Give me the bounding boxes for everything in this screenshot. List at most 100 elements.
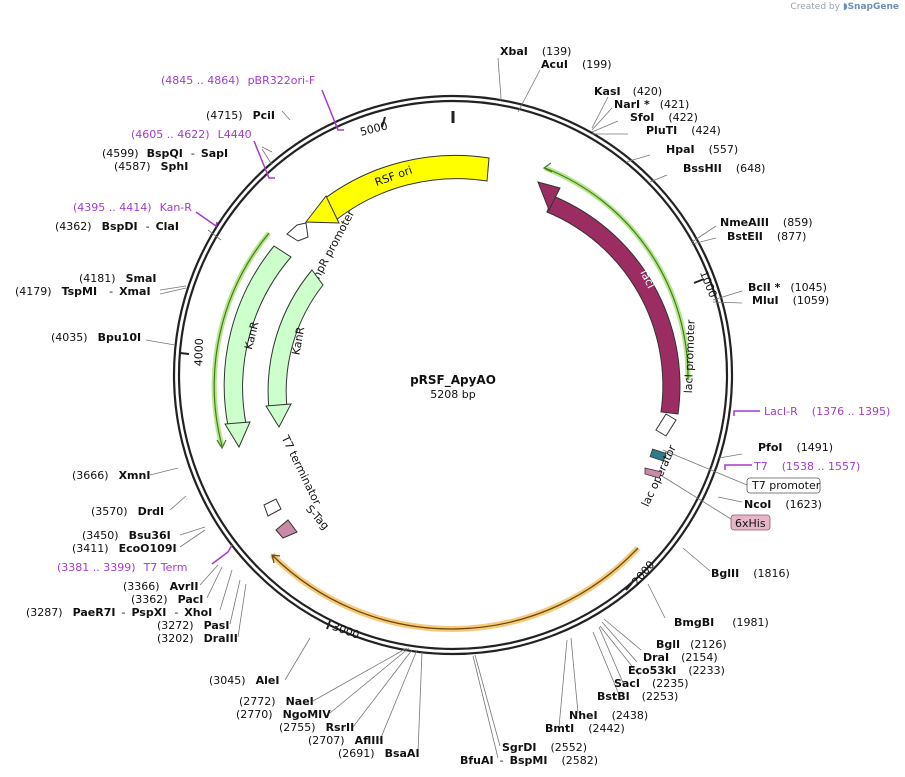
site-name-bgli[interactable]: BglI: [656, 638, 680, 651]
svg-text:T7(1538 .. 1557): T7(1538 .. 1557): [753, 460, 860, 473]
orange-strand-arrowhead: [271, 554, 281, 564]
site-name-xmai[interactable]: XmaI: [119, 285, 150, 298]
site-name-bfuai[interactable]: BfuAI: [460, 754, 494, 767]
site-name-saci[interactable]: SacI: [614, 677, 640, 690]
laci-promoter-arrow[interactable]: [655, 413, 677, 437]
t7-terminator-label: T7 terminator: [278, 432, 324, 507]
svg-text:(2707)AflIII: (2707)AflIII: [308, 734, 384, 747]
site-name-kasi[interactable]: KasI: [594, 85, 621, 98]
site-name-paci[interactable]: PacI: [178, 593, 204, 606]
s-tag-arrow[interactable]: [275, 519, 298, 539]
site-name-bglii[interactable]: BglII: [711, 567, 739, 580]
lac-operator-box[interactable]: [649, 448, 667, 462]
primer-name-kan-r[interactable]: Kan-R: [160, 201, 193, 214]
backbone-inner: [177, 99, 729, 651]
svg-text:NheI(2438): NheI(2438): [569, 709, 648, 722]
site-name-bstbi[interactable]: BstBI: [597, 690, 630, 703]
svg-text:MluI(1059): MluI(1059): [752, 294, 829, 307]
site-name-bspqi[interactable]: BspQI: [147, 147, 183, 160]
svg-text:(4715)PciI: (4715)PciI: [206, 109, 275, 122]
site-name-bspdi[interactable]: BspDI: [102, 220, 138, 233]
his-tag-box[interactable]: [730, 514, 771, 531]
site-name-bpu10i[interactable]: Bpu10I: [98, 331, 142, 344]
primer-name-l4440[interactable]: L4440: [218, 128, 252, 141]
site-name-alei[interactable]: AleI: [256, 674, 280, 687]
primer-name-laci-r[interactable]: LacI-R: [764, 405, 798, 418]
site-name-draiii[interactable]: DraIII: [204, 632, 238, 645]
svg-text:(3381 .. 3399)T7 Term: (3381 .. 3399)T7 Term: [57, 561, 187, 574]
site-pos-hpai: (557): [709, 143, 739, 156]
site-name-xmni[interactable]: XmnI: [119, 469, 151, 482]
orange-strand: [271, 547, 639, 630]
site-name-drai[interactable]: DraI: [643, 651, 669, 664]
svg-text:BglI(2126): BglI(2126): [656, 638, 727, 651]
site-name-ecoo109i[interactable]: EcoO109I: [119, 542, 177, 555]
site-name-tspmi[interactable]: TspMI: [62, 285, 98, 298]
primer-name-t7[interactable]: T7: [753, 460, 768, 473]
site-name-pfoi[interactable]: PfoI: [758, 441, 783, 454]
site-name-nari[interactable]: NarI *: [614, 98, 650, 111]
site-pos-xmni: (3666): [72, 469, 109, 482]
t7-promoter-box[interactable]: [746, 477, 821, 494]
site-name-naei[interactable]: NaeI: [286, 695, 314, 708]
site-name-bsaai[interactable]: BsaAI: [385, 747, 420, 760]
svg-text:BstEII(877): BstEII(877): [727, 230, 806, 243]
tick-label-3000: 3000: [330, 620, 361, 642]
site-name-sphi[interactable]: SphI: [161, 160, 189, 173]
site-name-bcli[interactable]: BclI *: [748, 281, 781, 294]
kanr-inner-arrowhead: [265, 403, 292, 429]
site-name-acui[interactable]: AcuI: [541, 58, 568, 71]
site-name-xhoi[interactable]: XhoI: [184, 606, 212, 619]
laci-strand: [544, 167, 689, 381]
site-name-bspmi[interactable]: BspMI: [510, 754, 548, 767]
site-name-sfoi[interactable]: SfoI: [630, 111, 654, 124]
site-pos-eco53ki: (2233): [688, 664, 725, 677]
site-name-ncoi[interactable]: NcoI: [744, 498, 771, 511]
site-name-ngomiv[interactable]: NgoMIV: [283, 708, 332, 721]
site-pos-paer7i: (3287): [26, 606, 63, 619]
his-region-arrow[interactable]: [644, 467, 663, 479]
laci-arrow[interactable]: [546, 195, 681, 415]
site-name-paer7i[interactable]: PaeR7I: [73, 606, 116, 619]
site-name-nhei[interactable]: NheI: [569, 709, 598, 722]
plasmid-length: 5208 bp: [430, 388, 475, 401]
svg-text:(4845 .. 4864)pBR322ori-F: (4845 .. 4864)pBR322ori-F: [161, 74, 315, 87]
site-name-bsteii[interactable]: BstEII: [727, 230, 763, 243]
site-name-avrii[interactable]: AvrII: [170, 580, 199, 593]
site-name-sgrdi[interactable]: SgrDI: [502, 741, 536, 754]
site-name-bmti[interactable]: BmtI: [545, 722, 574, 735]
t7-terminator-arrow[interactable]: [263, 498, 282, 517]
site-name-bsu36i[interactable]: Bsu36I: [129, 529, 171, 542]
site-name-rsrii[interactable]: RsrII: [326, 721, 355, 734]
site-name-eco53ki[interactable]: Eco53kI: [628, 664, 676, 677]
site-name-smai[interactable]: SmaI: [126, 272, 157, 285]
site-name-sapi[interactable]: SapI: [201, 147, 228, 160]
site-name-hpai[interactable]: HpaI: [666, 143, 695, 156]
site-name-pluti[interactable]: PluTI: [646, 124, 677, 137]
rsf-ori-arrowhead: [305, 195, 340, 224]
site-pos-paci: (3362): [131, 593, 168, 606]
site-name-pspxi[interactable]: PspXI: [131, 606, 166, 619]
svg-text:(2772)NaeI: (2772)NaeI: [239, 695, 314, 708]
site-name-nmeaiii[interactable]: NmeAIII: [720, 216, 769, 229]
site-name-xbai[interactable]: XbaI: [500, 45, 528, 58]
site-name-afliii[interactable]: AflIII: [355, 734, 384, 747]
primer-range-kan-r: (4395 .. 4414): [73, 201, 152, 214]
svg-text:(2755)RsrII: (2755)RsrII: [279, 721, 354, 734]
site-name-mlui[interactable]: MluI: [752, 294, 779, 307]
primer-name-t7-term[interactable]: T7 Term: [143, 561, 188, 574]
site-pos-acui: (199): [582, 58, 612, 71]
primer-name-pbr322ori-f[interactable]: pBR322ori-F: [248, 74, 316, 87]
ampr-promoter-arrow[interactable]: [286, 222, 309, 242]
site-name-bmgbi[interactable]: BmgBI: [674, 616, 714, 629]
site-name-pasi[interactable]: PasI: [204, 619, 230, 632]
svg-text:HpaI(557): HpaI (557): [666, 143, 738, 156]
site-name-drdi[interactable]: DrdI: [138, 505, 165, 518]
site-pos-pasi: (3272): [157, 619, 194, 632]
svg-text:BssHII(648): BssHII(648): [683, 162, 765, 175]
site-name-pcii[interactable]: PciI: [253, 109, 275, 122]
svg-text:BmtI(2442): BmtI(2442): [545, 722, 625, 735]
tick-3000: [326, 620, 331, 630]
site-name-bsshii[interactable]: BssHII: [683, 162, 722, 175]
site-name-clai[interactable]: ClaI: [156, 220, 179, 233]
